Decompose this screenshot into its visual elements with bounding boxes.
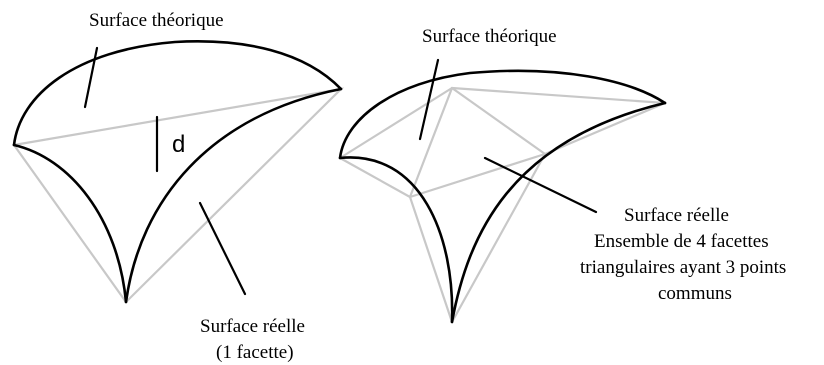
right-real-label-line3: triangulaires ayant 3 points (580, 257, 786, 278)
right-right-curve (450, 101, 667, 324)
left-real-label-line1: Surface réelle (200, 316, 305, 337)
right-theoretical-leader (418, 58, 440, 141)
left-figure: d Surface théorique Surface réelle (1 fa… (12, 10, 345, 363)
right-real-label-line2: Ensemble de 4 facettes (594, 231, 769, 252)
left-real-leader (198, 201, 247, 296)
right-real-label-line1: Surface réelle (624, 205, 729, 226)
left-facet (12, 87, 345, 304)
right-real-leader (483, 156, 598, 214)
right-left-curve (338, 156, 454, 324)
left-right-curve (124, 87, 343, 304)
right-theoretical-label: Surface théorique (422, 26, 557, 47)
left-theoretical-leader (83, 46, 99, 109)
distance-label: d (172, 131, 185, 158)
left-real-label-line2: (1 facette) (216, 342, 294, 363)
right-top-curve (338, 69, 667, 160)
left-left-curve (12, 143, 128, 304)
left-theoretical-label: Surface théorique (89, 10, 224, 31)
right-real-label-line4: communs (658, 283, 732, 304)
left-top-curve (12, 40, 343, 147)
right-figure: Surface théorique Surface réelle Ensembl… (338, 26, 786, 324)
right-facets (338, 86, 667, 324)
